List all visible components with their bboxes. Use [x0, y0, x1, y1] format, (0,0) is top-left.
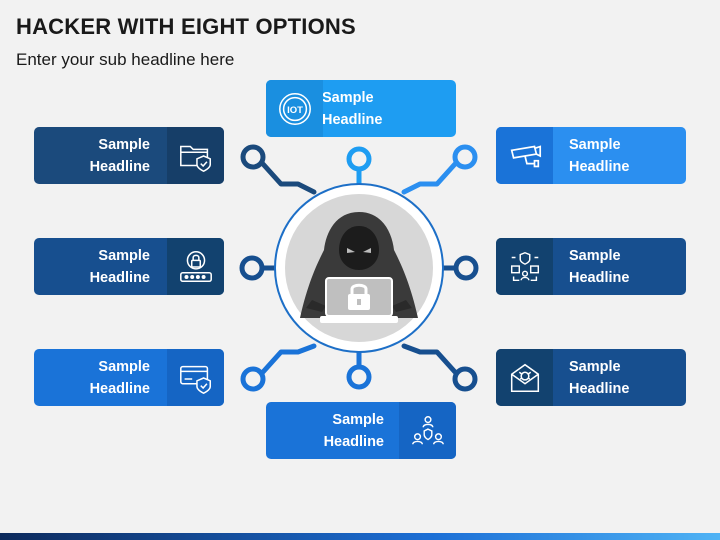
svg-text:IOT: IOT: [287, 104, 303, 115]
option-right-line1: Sample: [569, 247, 621, 264]
node-top-left: [240, 144, 266, 170]
node-top: [346, 146, 372, 172]
option-top-right[interactable]: Sample Headline: [496, 127, 686, 184]
option-bottom-line1: Sample: [332, 411, 384, 428]
option-left-line2: Headline: [89, 269, 150, 286]
hacker-hub: [274, 183, 444, 353]
hacker-laptop-icon: [300, 212, 418, 323]
option-top-right-line1: Sample: [569, 136, 621, 153]
option-bottom[interactable]: Sample Headline: [266, 402, 456, 459]
cctv-camera-icon: [496, 127, 553, 184]
option-bottom-right[interactable]: Sample Headline: [496, 349, 686, 406]
credit-card-shield-icon: [167, 349, 224, 406]
node-top-right: [452, 144, 478, 170]
option-bottom-left-line1: Sample: [98, 358, 150, 375]
option-bottom-right-line1: Sample: [569, 358, 621, 375]
network-security-icon: [496, 238, 553, 295]
option-bottom-left[interactable]: Sample Headline: [34, 349, 224, 406]
connector-bottom-right: [401, 343, 458, 375]
node-bottom: [346, 364, 372, 390]
option-bottom-left-line2: Headline: [89, 380, 150, 397]
option-right[interactable]: Sample Headline: [496, 238, 686, 295]
password-lock-icon: [167, 238, 224, 295]
page-subtitle: Enter your sub headline here: [16, 50, 235, 69]
option-top-left-line2: Headline: [89, 158, 150, 175]
option-top-line2: Headline: [322, 111, 383, 128]
option-top[interactable]: Sample Headline IOT: [266, 80, 456, 137]
node-left: [239, 255, 265, 281]
option-left-line1: Sample: [98, 247, 150, 264]
connector-top-left: [260, 161, 317, 195]
option-bottom-line2: Headline: [323, 433, 384, 450]
page-title: HACKER WITH EIGHT OPTIONS: [16, 14, 356, 39]
node-right: [453, 255, 479, 281]
email-threat-icon: [496, 349, 553, 406]
node-bottom-left: [240, 366, 266, 392]
folder-shield-icon: [167, 127, 224, 184]
option-top-left[interactable]: Sample Headline: [34, 127, 224, 184]
option-top-left-line1: Sample: [98, 136, 150, 153]
option-top-line1: Sample: [322, 89, 374, 106]
option-bottom-right-line2: Headline: [569, 380, 630, 397]
node-bottom-right: [452, 366, 478, 392]
iot-icon: IOT: [266, 80, 323, 137]
connector-top-right: [401, 161, 458, 195]
user-group-shield-icon: [399, 402, 456, 459]
bottom-stripe: [0, 533, 720, 540]
connector-bottom-left: [260, 343, 317, 375]
option-left[interactable]: Sample Headline: [34, 238, 224, 295]
option-top-right-line2: Headline: [569, 158, 630, 175]
option-right-line2: Headline: [569, 269, 630, 286]
